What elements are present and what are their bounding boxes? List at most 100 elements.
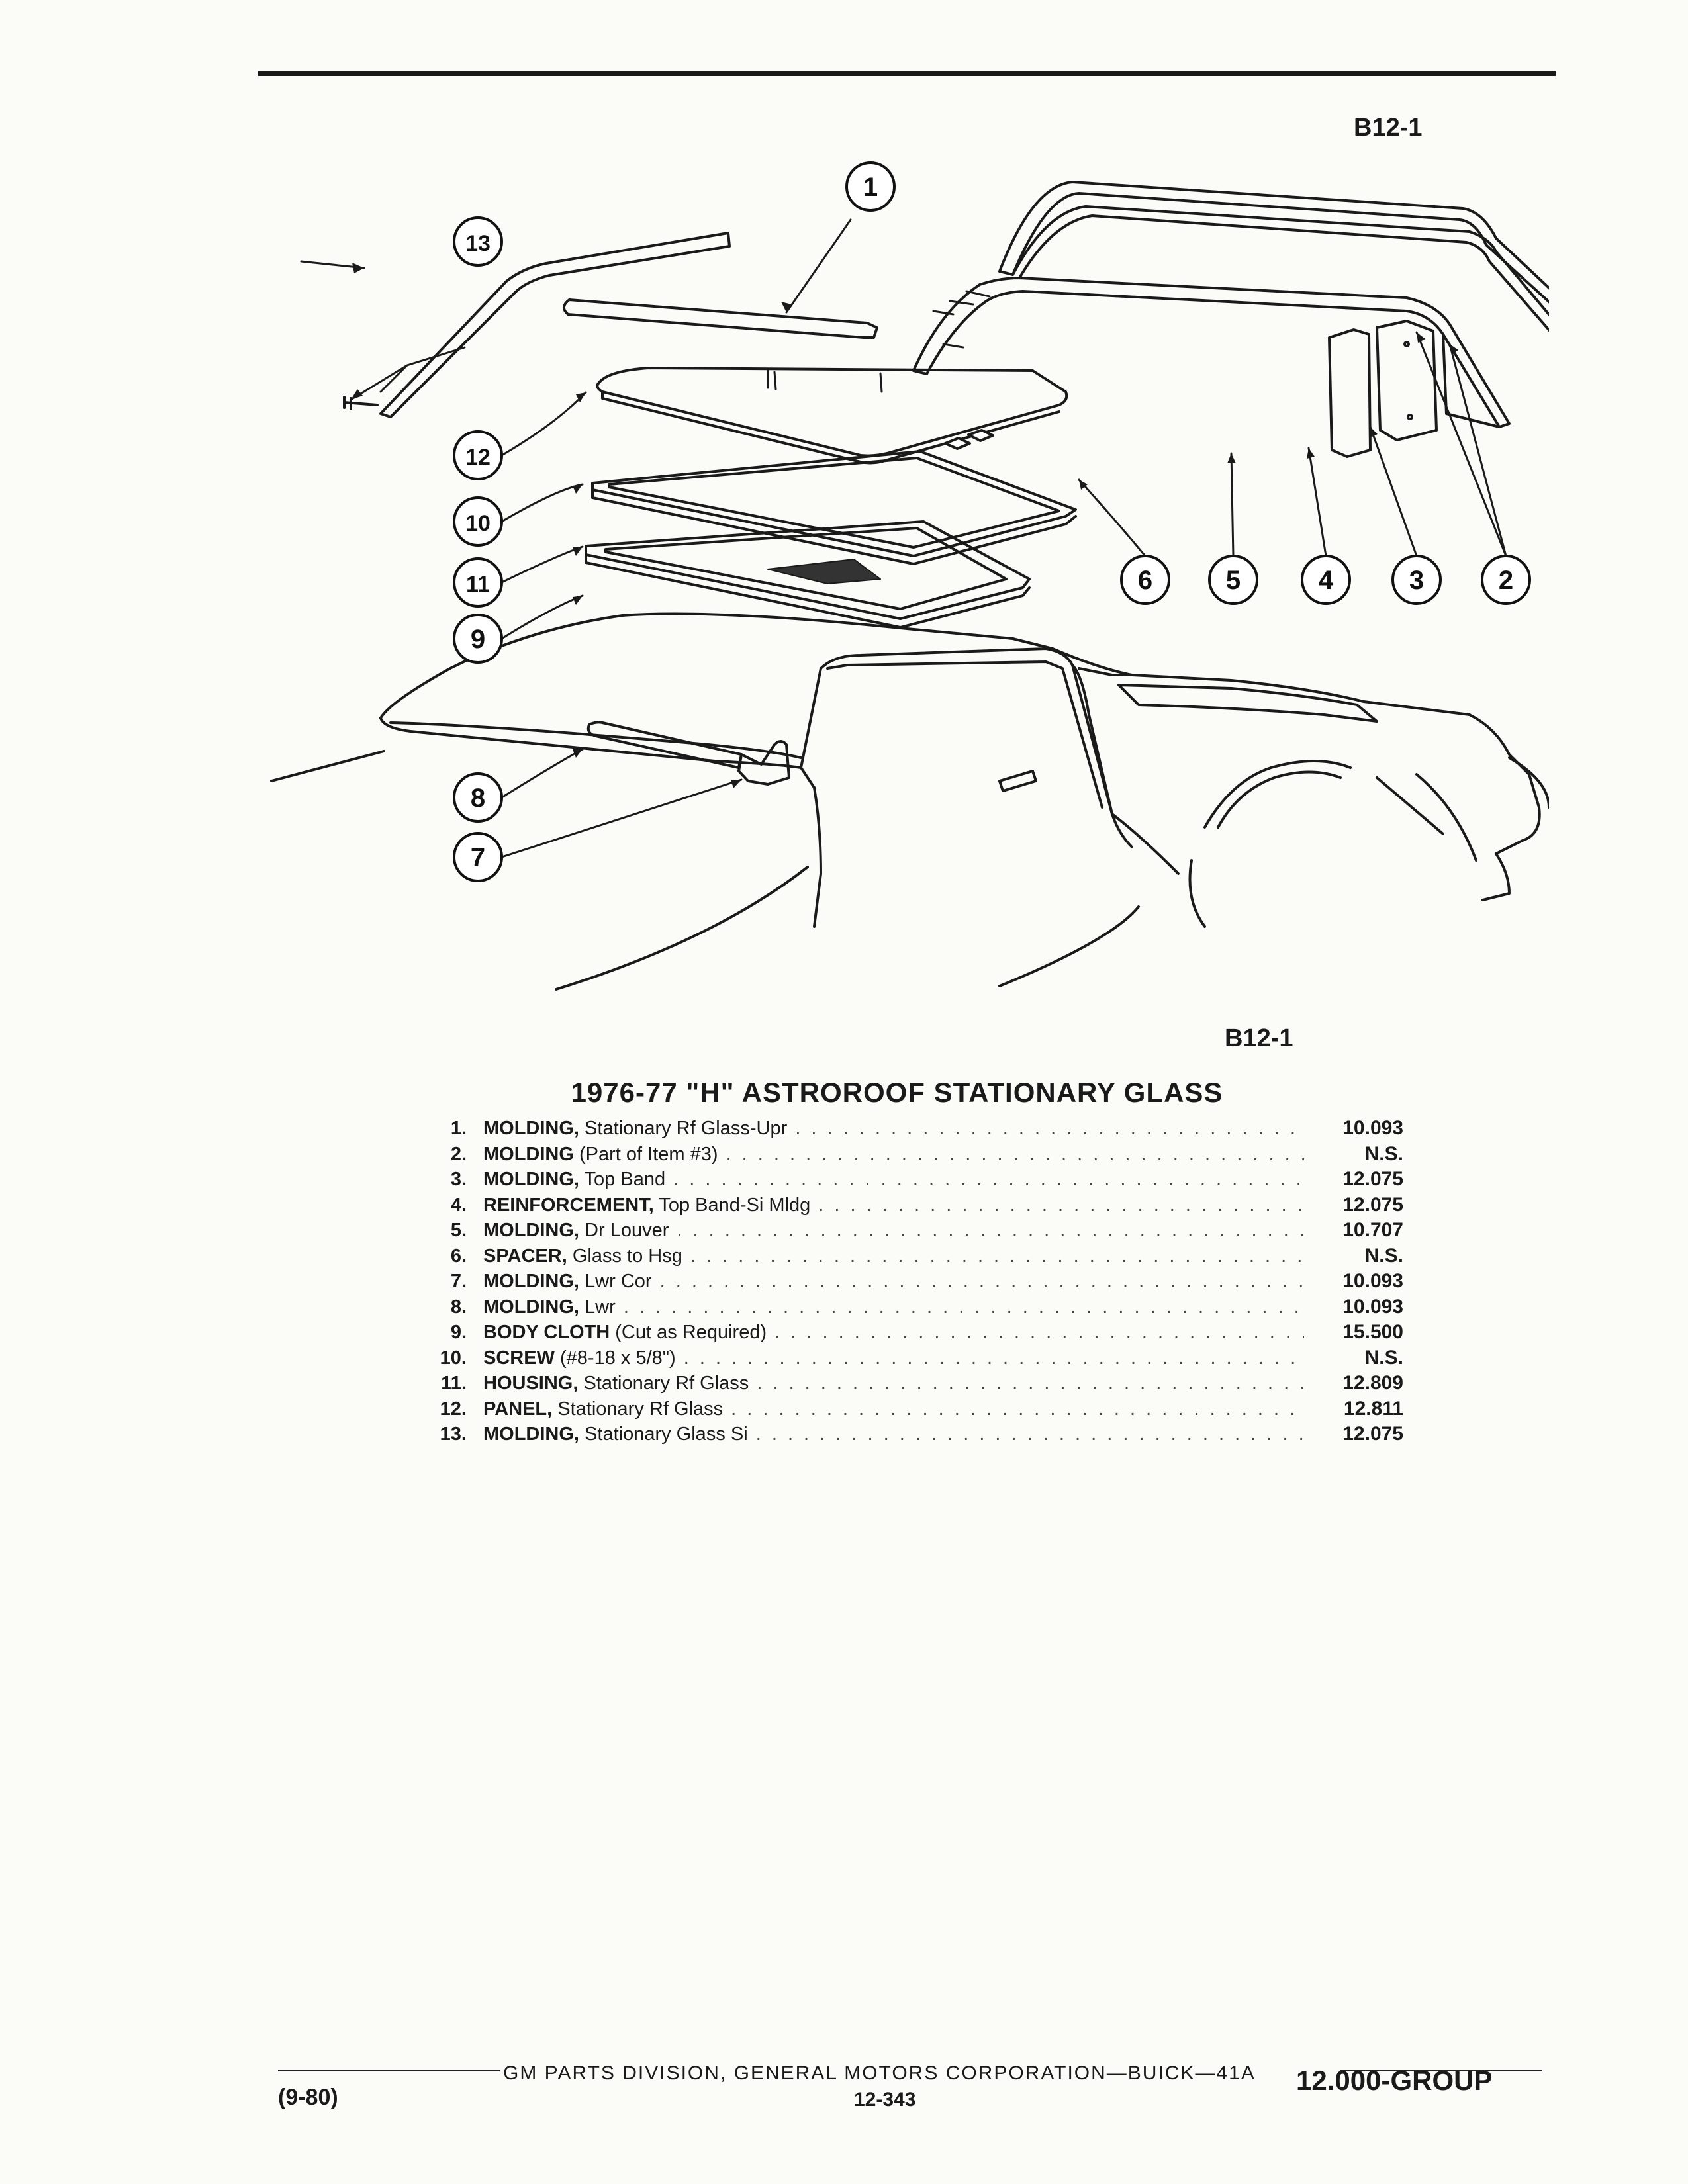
part-description: MOLDING (Part of Item #3) . . . . . . . … — [483, 1142, 1304, 1167]
part-row: 3. MOLDING, Top Band . . . . . . . . . . … — [424, 1167, 1403, 1193]
callout-3-label: 3 — [1409, 566, 1424, 595]
callout-1-label: 1 — [863, 173, 878, 202]
part-row: 4. REINFORCEMENT, Top Band-Si Mldg . . . … — [424, 1193, 1403, 1218]
part-detail: Lwr — [579, 1296, 616, 1318]
callout-9: 9 — [453, 614, 503, 664]
part-name: SCREW — [483, 1347, 555, 1369]
leader-dots: . . . . . . . . . . . . . . . . . . . . … — [774, 1322, 1304, 1343]
part-row: 9.BODY CLOTH (Cut as Required) . . . . .… — [424, 1320, 1403, 1345]
part-name: MOLDING, — [483, 1424, 579, 1445]
footer-page-number: 12-343 — [854, 2089, 916, 2111]
part-name: MOLDING, — [483, 1118, 579, 1139]
part-group-code: 12.075 — [1342, 1423, 1403, 1445]
leader-dots: . . . . . . . . . . . . . . . . . . . . … — [690, 1245, 1304, 1267]
parts-diagram: 1 2 3 4 5 6 7 8 9 10 11 12 13 — [270, 161, 1549, 991]
part-name: MOLDING, — [483, 1271, 579, 1292]
callout-2-label: 2 — [1499, 566, 1513, 595]
part-group-code: 12.075 — [1342, 1193, 1403, 1216]
part-number: 7. — [450, 1271, 467, 1292]
callout-8-label: 8 — [471, 784, 485, 813]
part-detail: Dr Louver — [579, 1220, 669, 1241]
part-name: BODY CLOTH — [483, 1322, 610, 1343]
callout-11-label: 11 — [466, 572, 490, 597]
lower-corner-molding-part — [737, 740, 790, 786]
part-description: SCREW (#8-18 x 5/8") . . . . . . . . . .… — [483, 1345, 1304, 1371]
callout-12-label: 12 — [465, 445, 491, 470]
part-description: MOLDING, Stationary Glass Si . . . . . .… — [483, 1422, 1304, 1447]
callout-10: 10 — [453, 496, 503, 547]
part-row: 7.MOLDING, Lwr Cor . . . . . . . . . . .… — [424, 1269, 1403, 1295]
figure-code-bottom: B12-1 — [1225, 1024, 1293, 1052]
callout-11: 11 — [453, 557, 503, 608]
section-title: 1976-77 "H" ASTROROOF STATIONARY GLASS — [571, 1077, 1223, 1108]
part-name: MOLDING, — [483, 1169, 579, 1190]
part-description: MOLDING, Stationary Rf Glass-Upr . . . .… — [483, 1116, 1304, 1142]
leader-dots: . . . . . . . . . . . . . . . . . . . . … — [659, 1271, 1304, 1292]
callout-5: 5 — [1208, 555, 1258, 605]
part-group-code: N.S. — [1364, 1142, 1403, 1165]
part-description: MOLDING, Dr Louver . . . . . . . . . . .… — [483, 1218, 1304, 1244]
part-row: 5. MOLDING, Dr Louver . . . . . . . . . .… — [424, 1218, 1403, 1244]
part-description: REINFORCEMENT, Top Band-Si Mldg . . . . … — [483, 1193, 1304, 1218]
part-number: 1. — [450, 1118, 467, 1139]
part-detail: Stationary Rf Glass — [552, 1398, 724, 1420]
part-detail: Top Band — [579, 1169, 666, 1190]
part-number: 2. — [450, 1143, 467, 1165]
part-detail: Stationary Rf Glass — [578, 1373, 749, 1394]
part-group-code: 10.093 — [1342, 1295, 1403, 1318]
part-number: 8. — [450, 1296, 467, 1318]
part-row: 8. MOLDING, Lwr . . . . . . . . . . . . .… — [424, 1295, 1403, 1320]
part-name: HOUSING, — [483, 1373, 579, 1394]
screw-part — [343, 396, 379, 410]
footer-group: 12.000-GROUP — [1296, 2065, 1493, 2096]
part-group-code: 12.811 — [1343, 1397, 1403, 1420]
part-name: REINFORCEMENT, — [483, 1194, 654, 1216]
part-row: 12.PANEL, Stationary Rf Glass . . . . . … — [424, 1396, 1403, 1422]
part-row: 10. SCREW (#8-18 x 5/8") . . . . . . . . … — [424, 1345, 1403, 1371]
top-band-part — [998, 181, 1549, 304]
part-group-code: N.S. — [1364, 1346, 1403, 1369]
part-group-code: 15.500 — [1342, 1321, 1403, 1343]
callout-7-label: 7 — [471, 843, 485, 872]
part-name: MOLDING, — [483, 1296, 579, 1318]
part-number: 5. — [450, 1220, 467, 1241]
leader-dots: . . . . . . . . . . . . . . . . . . . . … — [818, 1194, 1304, 1216]
callout-4: 4 — [1301, 555, 1351, 605]
glass-panel-part — [596, 367, 1068, 457]
part-group-code: 10.707 — [1342, 1219, 1403, 1241]
part-group-code: 12.809 — [1342, 1372, 1403, 1394]
leader-dots: . . . . . . . . . . . . . . . . . . . . … — [757, 1373, 1304, 1394]
callout-13: 13 — [453, 216, 503, 267]
part-number: 13. — [440, 1424, 467, 1445]
callout-6: 6 — [1120, 555, 1170, 605]
part-detail: Top Band-Si Mldg — [653, 1194, 811, 1216]
leader-dots: . . . . . . . . . . . . . . . . . . . . … — [795, 1118, 1304, 1139]
part-number: 10. — [440, 1347, 467, 1369]
part-description: BODY CLOTH (Cut as Required) . . . . . .… — [483, 1320, 1304, 1345]
part-detail: (#8-18 x 5/8") — [554, 1347, 676, 1369]
leader-dots: . . . . . . . . . . . . . . . . . . . . … — [731, 1398, 1304, 1420]
leader-dots: . . . . . . . . . . . . . . . . . . . . … — [673, 1169, 1304, 1190]
part-number: 4. — [450, 1194, 467, 1216]
car-body-outline — [379, 612, 1541, 855]
callout-8: 8 — [453, 772, 503, 823]
part-name: PANEL, — [483, 1398, 553, 1420]
part-number: 11. — [441, 1373, 467, 1394]
leader-dots: . . . . . . . . . . . . . . . . . . . . … — [726, 1143, 1304, 1165]
part-number: 6. — [450, 1245, 467, 1267]
part-row: 1. MOLDING, Stationary Rf Glass-Upr . . .… — [424, 1116, 1403, 1142]
part-group-code: 10.093 — [1342, 1270, 1403, 1292]
part-row: 2. MOLDING (Part of Item #3) . . . . . . … — [424, 1142, 1403, 1167]
leader-dots: . . . . . . . . . . . . . . . . . . . . … — [677, 1220, 1304, 1241]
part-group-code: 12.075 — [1342, 1168, 1403, 1190]
part-description: HOUSING, Stationary Rf Glass . . . . . .… — [483, 1371, 1304, 1396]
callout-3: 3 — [1391, 555, 1442, 605]
figure-code-top: B12-1 — [1354, 114, 1423, 142]
callout-2: 2 — [1481, 555, 1531, 605]
footer-rule-left — [278, 2070, 500, 2071]
spacer-part — [944, 429, 994, 450]
part-description: MOLDING, Lwr . . . . . . . . . . . . . .… — [483, 1295, 1304, 1320]
callout-7: 7 — [453, 832, 503, 882]
callout-4-label: 4 — [1319, 566, 1334, 595]
part-number: 3. — [450, 1169, 467, 1190]
